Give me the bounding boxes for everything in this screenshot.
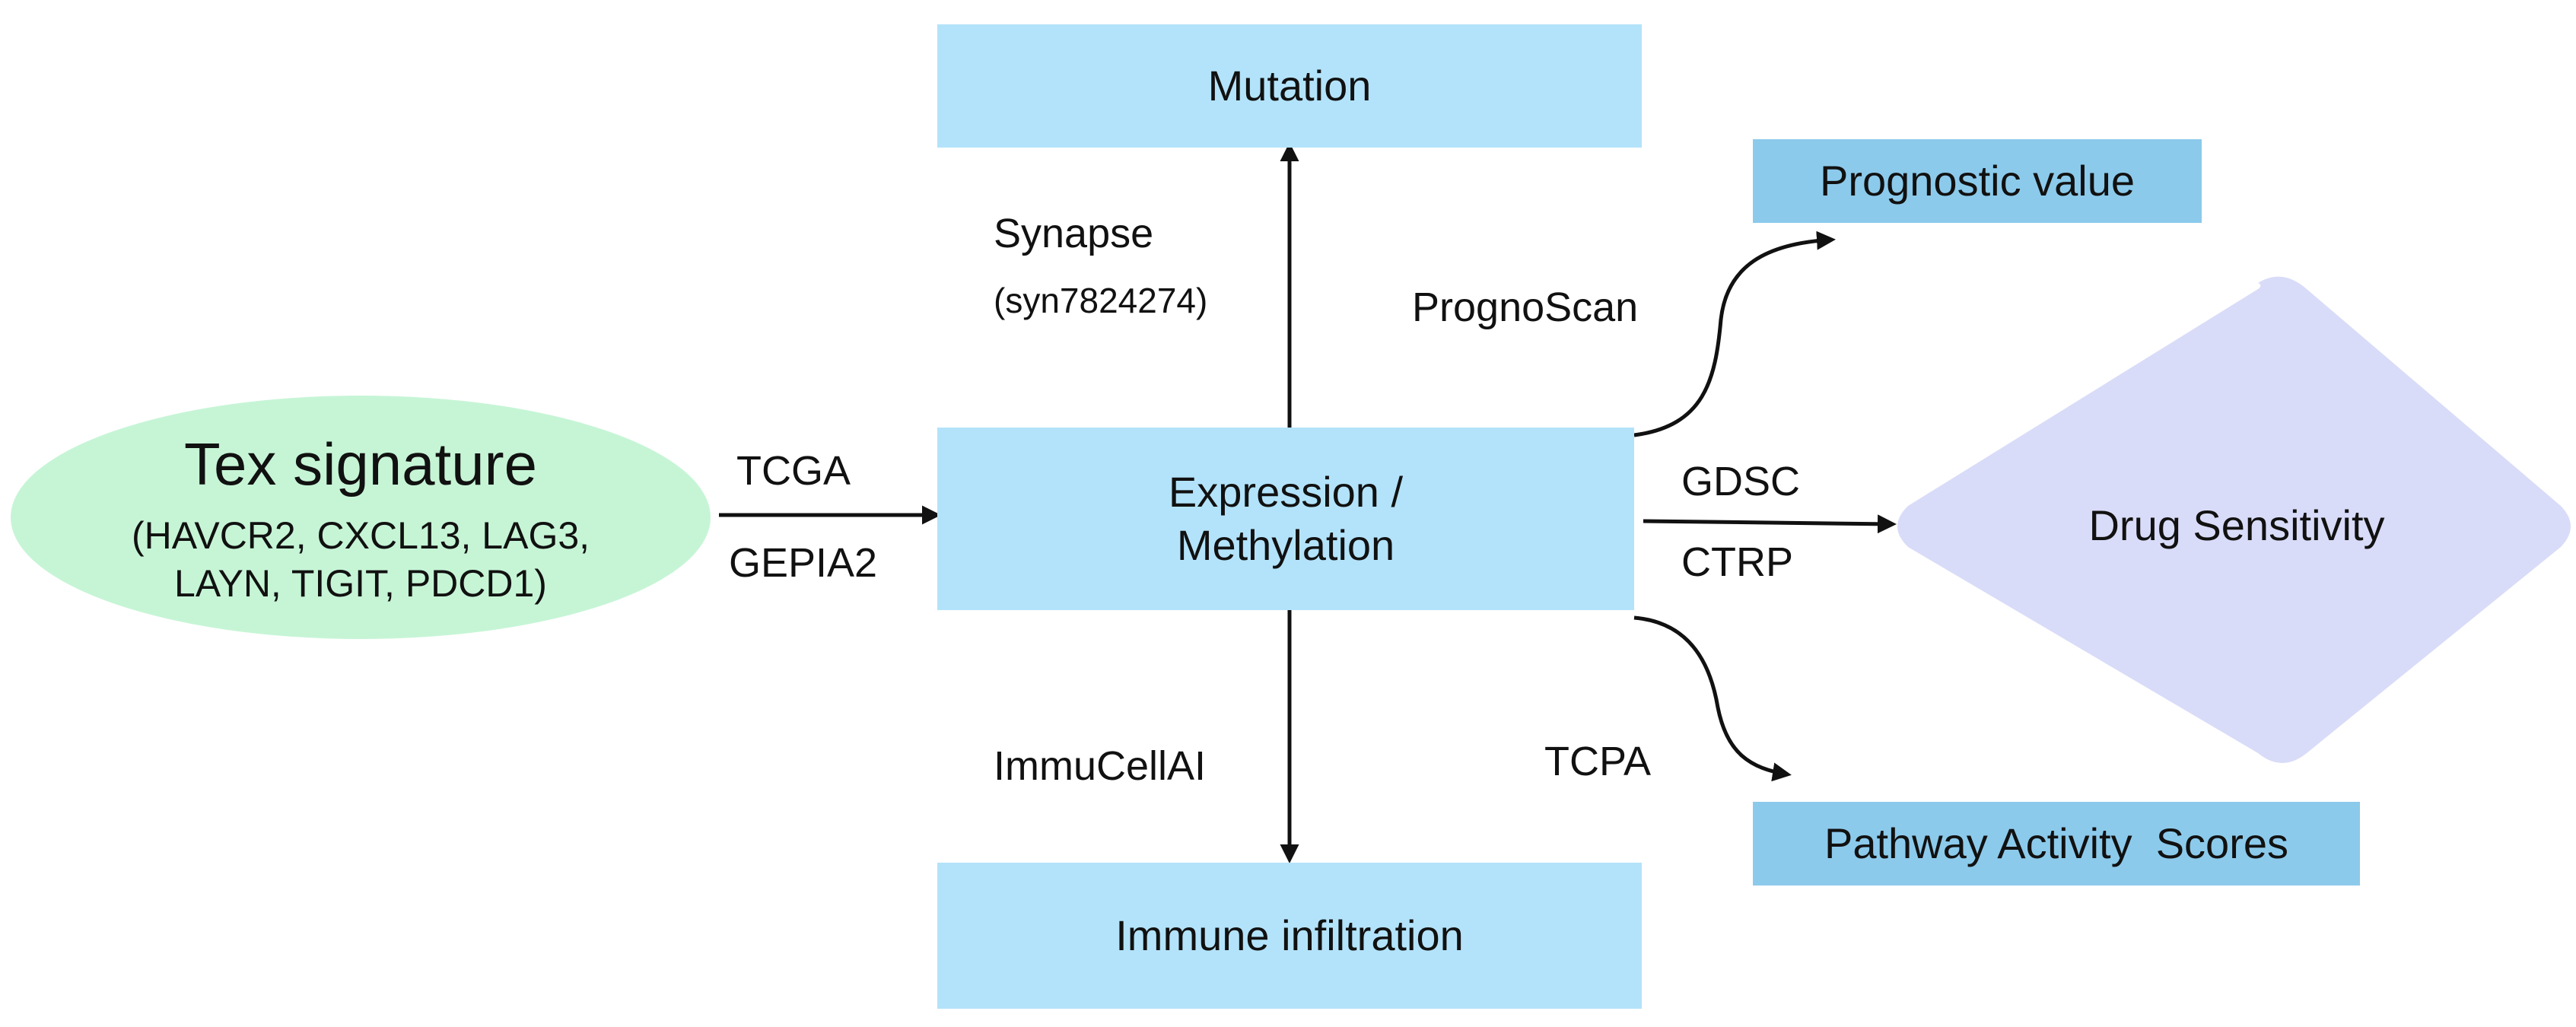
edge-label-prognoscan: PrognoScan [1412,285,1639,330]
edge-label-synapse: Synapse [994,211,1154,256]
drug-sensitivity-diamond [1897,276,2571,764]
edge-label-ctrp: CTRP [1681,539,1793,585]
mutation-label: Mutation [1207,62,1372,110]
immune-label: Immune infiltration [1115,911,1464,959]
immune-infiltration-node: Immune infiltration [937,863,1642,1009]
edge-label-synapse-id: (syn7824274) [994,281,1208,320]
tex-signature-title: Tex signature [184,430,537,498]
pathway-label: Pathway Activity Scores [1824,819,2288,867]
edge-label-gepia2: GEPIA2 [729,540,878,586]
pathway-activity-node: Pathway Activity Scores [1753,802,2360,886]
edge-label-immucellai: ImmuCellAI [994,743,1207,789]
arrow-expression-to-drug [1643,514,1897,534]
prognostic-value-node: Prognostic value [1753,139,2202,223]
tex-signature-node: Tex signature (HAVCR2, CXCL13, LAG3, LAY… [11,396,711,639]
tex-signature-genes-line2: LAYN, TIGIT, PDCD1) [174,561,547,605]
prognostic-label: Prognostic value [1819,157,2135,205]
edge-label-tcga: TCGA [736,448,851,494]
edge-label-gdsc: GDSC [1681,459,1801,504]
expression-line1: Expression / [1168,468,1404,516]
expression-methylation-node: Expression / Methylation [937,428,1634,610]
edge-label-tcpa: TCPA [1544,739,1652,784]
arrow-expression-to-pathway [1633,615,1792,782]
tex-signature-genes-line1: (HAVCR2, CXCL13, LAG3, [131,514,590,558]
drug-sensitivity-label: Drug Sensitivity [2088,501,2385,549]
mutation-node: Mutation [937,24,1642,148]
arrow-expression-to-prognostic [1633,231,1836,437]
expression-line2: Methylation [1176,521,1395,569]
